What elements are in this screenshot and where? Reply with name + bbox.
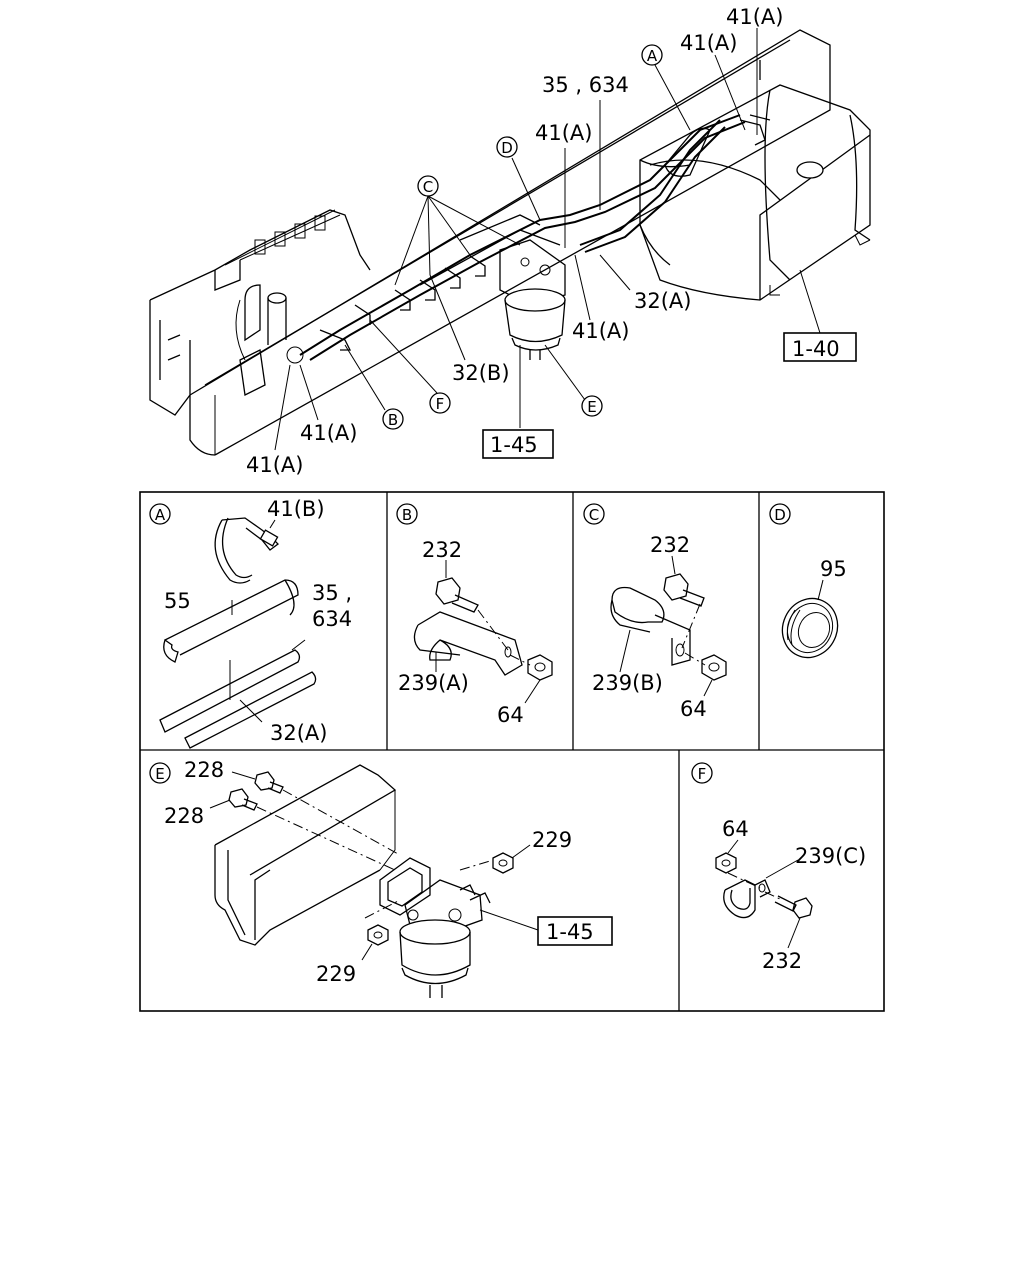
leader-lines — [274, 28, 821, 451]
detail-f-letter: F — [698, 765, 707, 783]
svg-text:1-45: 1-45 — [546, 920, 594, 944]
detail-f-64: 64 — [722, 817, 749, 841]
detail-b-letter: B — [402, 506, 412, 524]
detail-e-letter: E — [155, 765, 164, 783]
svg-text:E: E — [587, 398, 596, 416]
detail-d-letter: D — [774, 506, 786, 524]
detail-d-panel: D 95 — [769, 503, 847, 659]
detail-a-letter: A — [155, 506, 166, 524]
callout-35-634: 35 , 634 — [542, 73, 629, 97]
detail-e-229a: 229 — [532, 828, 572, 852]
detail-f-232: 232 — [762, 949, 802, 973]
fuel-tank — [639, 84, 871, 301]
ref-box-1-40: 1-40 — [783, 332, 857, 362]
frame-rail — [189, 29, 831, 456]
callout-41a-mid: 41(A) — [535, 121, 592, 145]
svg-text:C: C — [423, 178, 433, 196]
letter-f-marker: F — [429, 392, 451, 414]
detail-f-239c: 239(C) — [795, 844, 866, 868]
detail-a-panel: A 41(B) 55 35 , 634 32(A) — [149, 497, 352, 749]
svg-text:1-45: 1-45 — [490, 433, 538, 457]
callout-41a-right: 41(A) — [572, 319, 629, 343]
callout-41a-left1: 41(A) — [300, 421, 357, 445]
detail-b-232: 232 — [422, 538, 462, 562]
detail-a-35: 35 , — [312, 581, 352, 605]
svg-text:B: B — [388, 411, 398, 429]
detail-c-panel: C 232 239(B) 64 — [583, 503, 727, 721]
svg-text:1-40: 1-40 — [792, 337, 840, 361]
detail-e-229b: 229 — [316, 962, 356, 986]
detail-a-32a: 32(A) — [270, 721, 327, 745]
main-callouts: 41(A) 41(A) 35 , 634 41(A) 32(A) 41(A) 3… — [246, 5, 783, 477]
detail-a-634: 634 — [312, 607, 352, 631]
detail-d-95: 95 — [820, 557, 847, 581]
detail-b-panel: B 232 239(A) 64 — [396, 503, 553, 727]
detail-b-64: 64 — [497, 703, 524, 727]
ref-box-1-45-main: 1-45 — [482, 429, 554, 459]
detail-grid — [139, 491, 885, 1012]
letter-c-marker: C — [417, 175, 439, 197]
callout-32a: 32(A) — [634, 289, 691, 313]
detail-c-232: 232 — [650, 533, 690, 557]
letter-d-marker: D — [496, 136, 518, 158]
detail-f-panel: F 64 239(C) 232 — [691, 762, 866, 973]
detail-c-64: 64 — [680, 697, 707, 721]
callout-41a-top2: 41(A) — [680, 31, 737, 55]
svg-text:A: A — [647, 47, 658, 65]
detail-a-55: 55 — [164, 589, 191, 613]
svg-text:F: F — [436, 395, 445, 413]
letter-e-marker: E — [581, 395, 603, 417]
detail-e-panel: E 228 — [149, 758, 613, 998]
callout-41a-top1: 41(A) — [726, 5, 783, 29]
detail-c-239b: 239(B) — [592, 671, 663, 695]
callout-41a-left2: 41(A) — [246, 453, 303, 477]
letter-b-marker: B — [382, 408, 404, 430]
detail-a-41b: 41(B) — [267, 497, 325, 521]
svg-text:D: D — [501, 139, 513, 157]
fuel-lines — [299, 114, 746, 361]
callout-32b: 32(B) — [452, 361, 510, 385]
main-assembly-view: 41(A) 41(A) 35 , 634 41(A) 32(A) 41(A) 3… — [149, 5, 871, 477]
line-clips — [286, 114, 771, 364]
detail-c-letter: C — [589, 506, 599, 524]
detail-e-228b: 228 — [164, 804, 204, 828]
letter-a-marker: A — [641, 44, 663, 66]
detail-e-228a: 228 — [184, 758, 224, 782]
engine-block — [149, 209, 371, 416]
detail-b-239a: 239(A) — [398, 671, 469, 695]
ref-box-1-45-detail: 1-45 — [537, 916, 613, 946]
fuel-filter — [499, 239, 566, 360]
